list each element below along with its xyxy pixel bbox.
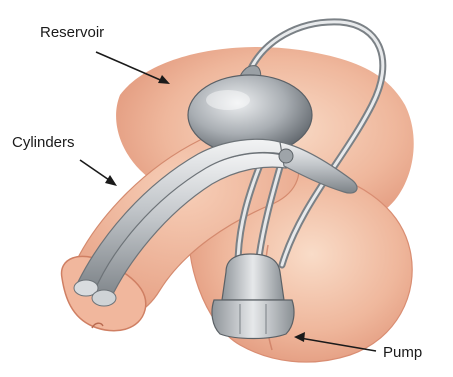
pump-bulb — [212, 300, 294, 339]
pointer-cylinders — [80, 160, 112, 182]
label-reservoir: Reservoir — [40, 24, 104, 41]
pump-upper — [222, 254, 284, 300]
pointer-cylinders-head — [105, 175, 117, 186]
label-pump: Pump — [383, 344, 422, 361]
cylinder-tip-lower — [92, 290, 116, 306]
cylinder-connector — [279, 149, 293, 163]
reservoir-highlight — [206, 90, 250, 110]
pointer-reservoir — [96, 52, 165, 82]
label-cylinders: Cylinders — [12, 134, 75, 151]
